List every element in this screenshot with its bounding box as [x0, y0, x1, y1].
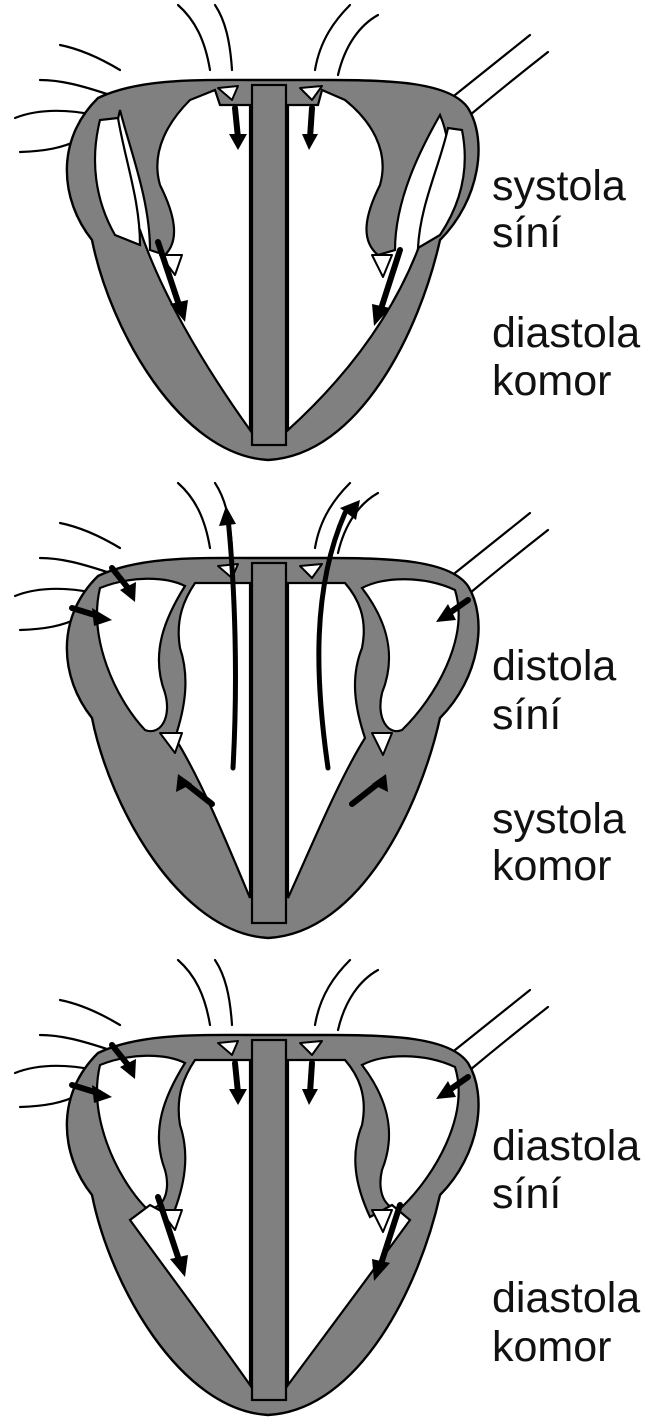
label-atria-state: distola: [492, 640, 616, 692]
heart-panel-3: diastola síní diastola komor: [0, 955, 666, 1425]
heart-panel-1: systola síní diastola komor: [0, 0, 666, 470]
label-atria-state: diastola: [492, 1120, 640, 1172]
label-ventricles: komor: [492, 355, 611, 407]
label-atria: síní: [492, 1168, 561, 1220]
heart-panel-2: distola síní systola komor: [0, 478, 666, 948]
label-ventricles-state: systola: [492, 793, 626, 845]
label-ventricles: komor: [492, 840, 611, 892]
label-ventricles-state: diastola: [492, 1272, 640, 1324]
label-atria: síní: [492, 689, 561, 741]
label-atria-state: systola: [492, 160, 626, 212]
label-atria: síní: [492, 207, 561, 259]
label-ventricles: komor: [492, 1321, 611, 1373]
label-ventricles-state: diastola: [492, 307, 640, 359]
